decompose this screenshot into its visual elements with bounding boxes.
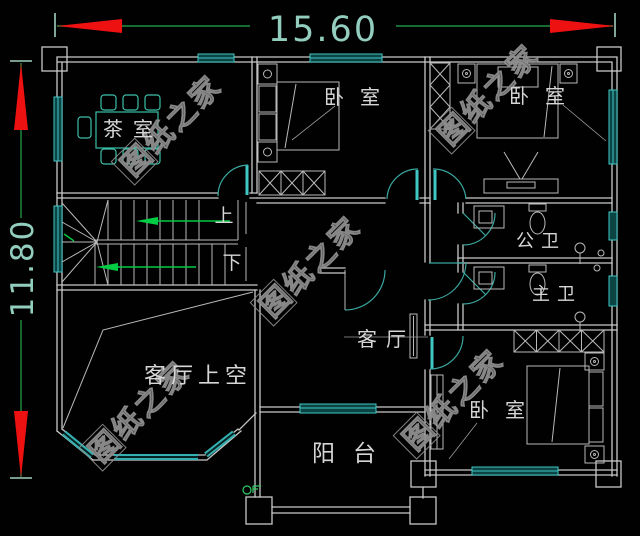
dimension-arrow-left	[57, 19, 122, 33]
stair-direction-arrows	[63, 217, 230, 271]
dimension-top-value: 15.60	[268, 10, 378, 50]
dining-table-set	[77, 94, 161, 165]
windows	[53, 53, 618, 476]
room-labels: 茶室 卧室 卧室 公卫 主卫 客厅 客厅上空 卧室 阳台 上 下	[103, 84, 582, 467]
room-label-living-room: 客厅	[357, 327, 415, 351]
master-bath-fixtures	[473, 264, 601, 332]
room-label-tea-room: 茶室	[103, 117, 163, 141]
doors	[217, 164, 496, 370]
dimension-left-value: 11.80	[5, 219, 41, 318]
corner-posts	[41, 46, 622, 525]
public-bath-fixtures	[473, 203, 605, 264]
shaft-and-wardrobes	[258, 62, 605, 353]
void-boundary-line	[62, 291, 254, 429]
dimension-top: 15.60	[54, 10, 616, 50]
bed-top-center	[257, 63, 340, 163]
room-label-public-bathroom: 公卫	[516, 231, 566, 252]
bed-top-right	[457, 63, 578, 194]
balcony-drain	[242, 485, 261, 495]
dimension-arrow-up	[14, 63, 28, 130]
label-leaders	[291, 104, 607, 460]
room-label-master-bathroom: 主卫	[532, 284, 582, 305]
room-label-living-room-void: 客厅上空	[144, 364, 252, 389]
dimension-arrow-down	[14, 411, 28, 478]
dimension-left: 11.80	[5, 60, 41, 479]
living-room-panel	[409, 313, 418, 359]
dimension-arrow-right	[550, 19, 615, 33]
room-label-bedroom-bottom-right: 卧室	[469, 398, 541, 422]
watermark-text: 图纸之家	[253, 209, 368, 324]
stairs-up-label: 上	[214, 205, 233, 227]
watermark-center: 图纸之家	[249, 209, 368, 327]
room-label-bedroom-top-right: 卧室	[509, 84, 581, 108]
room-label-bedroom-top-center: 卧室	[324, 85, 396, 109]
bed-bottom-right	[430, 352, 605, 464]
stairs-down-label: 下	[222, 252, 241, 274]
room-label-balcony: 阳台	[312, 441, 394, 467]
staircase	[61, 199, 247, 286]
